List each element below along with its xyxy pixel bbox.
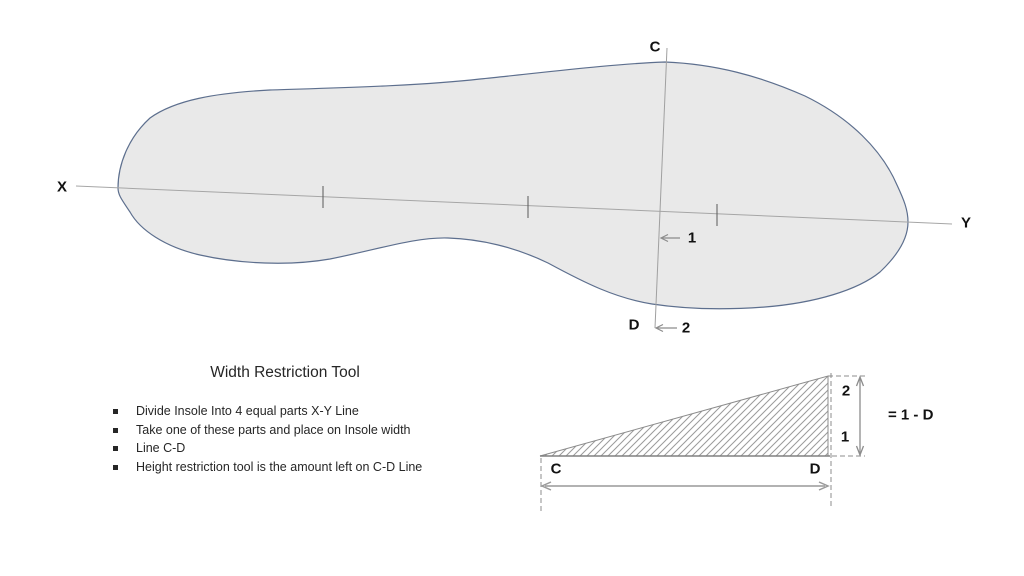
bullet-icon [113,427,118,433]
vertical-extent-arrow [855,375,865,457]
height-tool-label-1: 1 [840,428,850,446]
list-item: Line C-D [113,441,513,460]
marker-arrow-1 [659,233,680,243]
horizontal-extent-arrow [540,481,830,491]
height-tool-label-2: 2 [841,382,851,400]
marker-arrow-2 [654,323,677,333]
bullet-icon [113,409,118,414]
page-title: Width Restriction Tool [210,364,360,381]
cd-line [654,47,668,329]
axis-label-y: Y [960,214,972,232]
bullet-text: Take one of these parts and place on Ins… [136,422,411,437]
height-tool-triangle [539,375,829,457]
list-item: Height restriction tool is the amount le… [113,460,513,479]
instruction-list: Divide Insole Into 4 equal parts X-Y Lin… [113,404,513,478]
list-item: Take one of these parts and place on Ins… [113,423,513,442]
bullet-icon [113,446,118,451]
marker-label-1: 1 [687,229,697,247]
height-tool-label-d: D [809,460,821,478]
list-item: Divide Insole Into 4 equal parts X-Y Lin… [113,404,513,423]
line-label-d: D [628,316,640,334]
bullet-text: Line C-D [136,441,186,455]
marker-label-2: 2 [681,319,691,337]
bullet-text: Height restriction tool is the amount le… [136,459,423,474]
axis-label-x: X [56,178,68,196]
bullet-icon [113,464,118,470]
bullet-text: Divide Insole Into 4 equal parts X-Y Lin… [136,404,359,418]
formula-text: = 1 - D [888,406,934,424]
xy-line [75,185,953,225]
height-tool-label-c: C [550,460,562,478]
insole-outline [117,61,909,310]
line-label-c: C [649,38,661,56]
